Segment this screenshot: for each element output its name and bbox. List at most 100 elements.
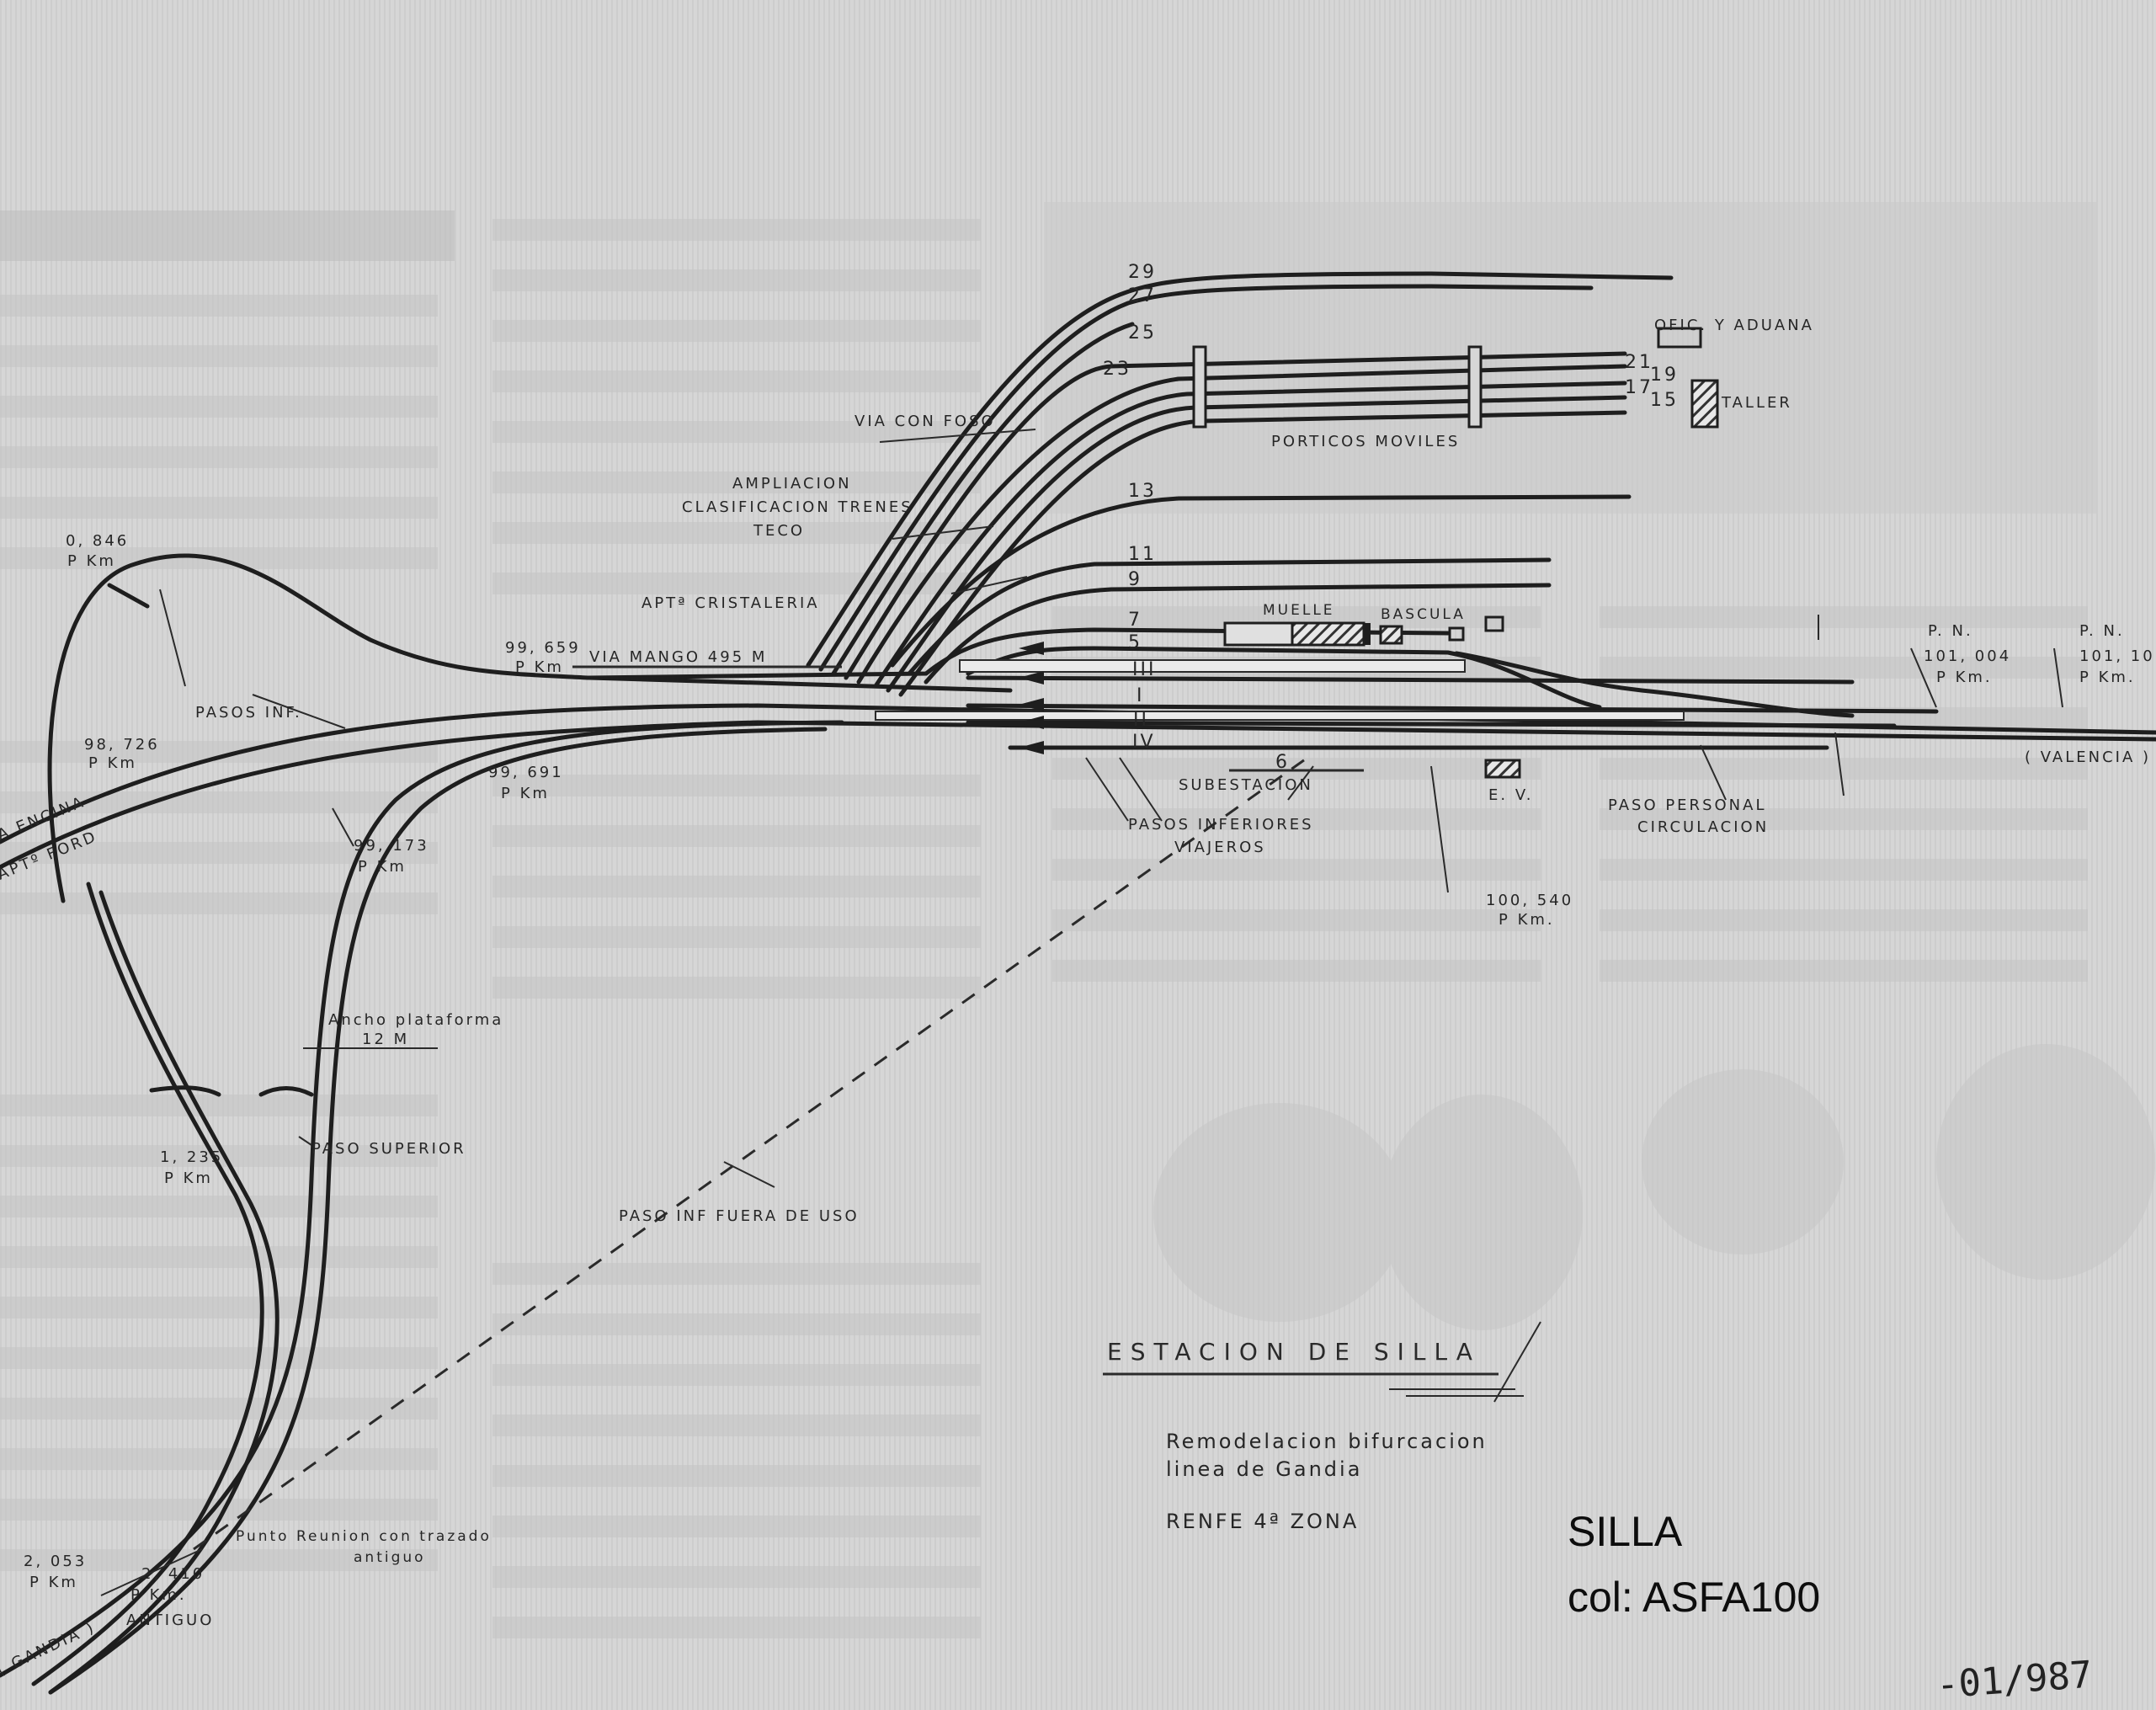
label-teco: TECO [753,522,805,540]
taller-building [1690,379,1719,429]
label-viajeros: VIAJEROS [1174,839,1266,856]
label-km-99173: 99, 173 [354,837,429,855]
label-km-99659-unit: P Km [515,658,564,676]
leader-line [332,807,354,847]
label-km-98726: 98, 726 [84,736,160,754]
fan-track-15 [898,410,1627,697]
label-track-6: 6 [1275,752,1290,773]
label-ofic-aduana: OFIC. Y ADUANA [1654,317,1814,334]
label-track-21: 21 [1625,352,1653,373]
bascula-building [1379,625,1403,645]
label-punto-reunion: Punto Reunion con trazado [236,1528,492,1545]
label-track-9: 9 [1128,569,1142,590]
label-km-2053: 2, 053 [24,1553,87,1570]
fan-track-27 [818,284,1594,672]
label-track-29: 29 [1128,262,1157,283]
buffer-arrow [1019,698,1044,711]
label-km-0846-unit: P Km [67,552,116,570]
label-pn-101004-c: P Km. [1936,669,1993,686]
leader-line [1430,765,1449,893]
label-track-13: 13 [1128,481,1157,502]
label-km-2410-unit: P Km. [130,1586,187,1604]
leader-line [723,1161,775,1188]
small-building-b [1484,615,1504,632]
ofic-aduana-building [1657,327,1702,349]
muelle-building-end [1364,623,1371,645]
station-crossover [1454,651,1855,718]
label-km-1235: 1, 235 [160,1148,223,1166]
label-track-19: 19 [1650,365,1679,386]
label-km-99691-unit: P Km [501,785,550,802]
label-via-con-foso: VIA CON FOSO [854,413,996,430]
label-paso-personal: PASO PERSONAL [1608,796,1766,814]
label-paso-superior: PASO SUPERIOR [311,1140,466,1158]
label-ancho-plataforma: Ancho plataforma [328,1011,503,1029]
label-pn-101004-a: P. N. [1928,622,1973,640]
label-track-25: 25 [1128,322,1157,344]
station-track-II [966,720,1897,728]
label-pn-101004-b: 101, 004 [1924,647,2011,665]
bridge-mark [107,583,150,609]
leader-line [298,1136,312,1146]
ev-building [1484,759,1521,779]
label-track-III: III [1132,659,1156,680]
label-track-17: 17 [1625,377,1653,398]
label-km-99659: 99, 659 [505,639,581,657]
muelle-building [1223,621,1294,647]
diagram-labels: 29 27 25 23 21 19 17 15 13 11 9 7 5 III … [0,262,2156,1680]
label-pn-101107-a: P. N. [2079,622,2125,640]
label-ancho-valor: 12 M [362,1031,409,1048]
label-pn-101107-b: 101, 107 [2079,647,2156,665]
bridge-mark [258,1086,314,1097]
label-clasificacion-trenes: CLASIFICACION TRENES [682,498,913,516]
label-ev: E. V. [1488,786,1534,804]
label-track-27: 27 [1128,285,1157,306]
fan-track-29 [806,271,1674,668]
label-taller: TALLER [1721,394,1792,412]
fan-track-23 [844,351,1627,680]
label-bascula: BASCULA [1381,606,1466,623]
track-13 [890,494,1632,668]
portico-right [1467,345,1483,429]
label-km-100540: 100, 540 [1486,892,1573,909]
label-km-2410: 2, 410 [141,1565,205,1583]
leader-line [159,589,186,687]
platform-strip-2 [875,711,1685,721]
label-subestacion: SUBESTACION [1179,776,1313,794]
track-11 [907,557,1552,676]
label-apt-cristaleria: APTª CRISTALERIA [641,594,820,612]
main-line-1 [0,703,2156,844]
station-track-III [966,675,1855,685]
track-network [0,271,2156,1695]
portico-left [1192,345,1207,429]
caption-collection: col: ASFA100 [1568,1574,1821,1621]
leader-line [892,525,994,540]
label-km-2053-unit: P Km [29,1574,78,1591]
fan-track-17 [886,395,1627,693]
label-track-IV: IV [1132,732,1156,753]
title-block: ESTACION DE SILLA Remodelacion bifurcaci… [1103,1321,1541,1533]
label-antiguo: ANTIGUO [126,1611,214,1629]
label-track-11: 11 [1128,544,1157,565]
antiguo-line-b [48,890,279,1695]
buffer-arrow [1019,642,1044,655]
bleed-through-text [0,202,2155,1638]
title-block-title: ESTACION DE SILLA [1107,1338,1481,1366]
bridge-mark [149,1085,221,1097]
label-track-II: II [1133,710,1149,731]
label-valencia: ( VALENCIA ) [2025,748,2151,766]
leader-line [950,576,1028,594]
label-km-98726-unit: P Km [88,754,137,772]
main-line-2 [0,720,2156,870]
track-5 [966,646,1602,710]
label-km-99173-unit: P Km [358,858,407,876]
leader-line [1119,757,1163,822]
leader-line [100,1548,203,1596]
label-pn-101107-c: P Km. [2079,669,2136,686]
label-track-23: 23 [1103,359,1131,380]
label-porticos-moviles: PORTICOS MOVILES [1271,433,1460,450]
label-via-mango: VIA MANGO 495 M [589,648,767,666]
gandia-line-b [48,727,828,1695]
